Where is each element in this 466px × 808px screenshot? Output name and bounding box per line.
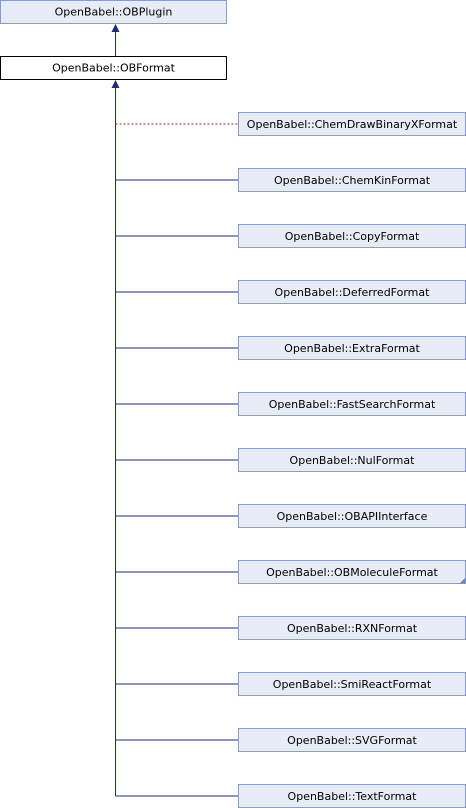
- node-extraformat[interactable]: OpenBabel::ExtraFormat: [238, 336, 466, 360]
- derived-class-nodes: OpenBabel::ChemDrawBinaryXFormatOpenBabe…: [238, 112, 466, 808]
- node-copyformat[interactable]: OpenBabel::CopyFormat: [238, 224, 466, 248]
- node-textformat-label: OpenBabel::TextFormat: [288, 790, 418, 803]
- node-deferredformat-label: OpenBabel::DeferredFormat: [275, 286, 431, 299]
- node-nulformat-label: OpenBabel::NulFormat: [290, 454, 416, 467]
- node-extraformat-label: OpenBabel::ExtraFormat: [284, 342, 420, 355]
- node-obmoleculeformat-label: OpenBabel::OBMoleculeFormat: [266, 566, 438, 579]
- node-fastsearchformat[interactable]: OpenBabel::FastSearchFormat: [238, 392, 466, 416]
- inheritance-edges: [111, 24, 239, 797]
- node-chemkinformat-label: OpenBabel::ChemKinFormat: [274, 174, 431, 187]
- arrowhead-obplugin: [111, 24, 120, 32]
- node-obplugin-label: OpenBabel::OBPlugin: [55, 6, 173, 19]
- node-obmoleculeformat[interactable]: OpenBabel::OBMoleculeFormat: [238, 560, 466, 584]
- arrowhead-obformat: [111, 80, 120, 88]
- node-obapiinterface-label: OpenBabel::OBAPIInterface: [277, 510, 428, 523]
- node-obplugin-box[interactable]: [0, 0, 227, 24]
- node-svgformat[interactable]: OpenBabel::SVGFormat: [238, 728, 466, 752]
- node-smireactformat-label: OpenBabel::SmiReactFormat: [273, 678, 432, 691]
- node-fastsearchformat-label: OpenBabel::FastSearchFormat: [269, 398, 436, 411]
- node-chemdrawbinaryxformat-label: OpenBabel::ChemDrawBinaryXFormat: [247, 118, 458, 131]
- more-descendants-icon: [459, 577, 466, 584]
- node-smireactformat[interactable]: OpenBabel::SmiReactFormat: [238, 672, 466, 696]
- node-rxnformat[interactable]: OpenBabel::RXNFormat: [238, 616, 466, 640]
- node-chemdrawbinaryxformat[interactable]: OpenBabel::ChemDrawBinaryXFormat: [238, 112, 466, 136]
- node-obformat-box: [0, 56, 227, 80]
- node-deferredformat[interactable]: OpenBabel::DeferredFormat: [238, 280, 466, 304]
- node-obapiinterface[interactable]: OpenBabel::OBAPIInterface: [238, 504, 466, 528]
- node-rxnformat-label: OpenBabel::RXNFormat: [287, 622, 418, 635]
- node-chemkinformat[interactable]: OpenBabel::ChemKinFormat: [238, 168, 466, 192]
- node-obformat: OpenBabel::OBFormat: [0, 56, 227, 80]
- node-copyformat-label: OpenBabel::CopyFormat: [285, 230, 420, 243]
- node-obformat-label: OpenBabel::OBFormat: [52, 62, 176, 75]
- node-obplugin[interactable]: OpenBabel::OBPlugin: [0, 0, 227, 24]
- node-nulformat[interactable]: OpenBabel::NulFormat: [238, 448, 466, 472]
- node-textformat[interactable]: OpenBabel::TextFormat: [238, 784, 466, 808]
- node-svgformat-label: OpenBabel::SVGFormat: [287, 734, 417, 747]
